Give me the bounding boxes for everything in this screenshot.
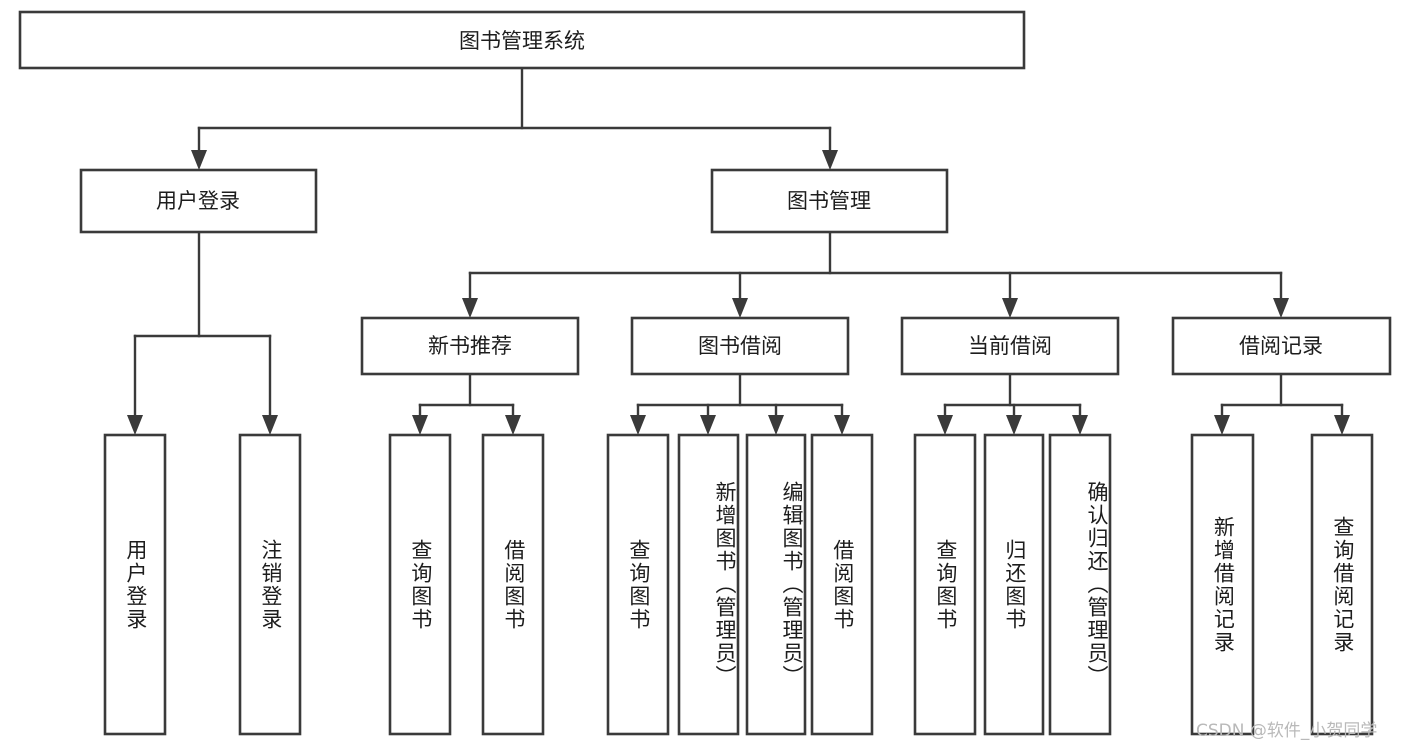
leaf-box-confirm-return[interactable] (1048, 433, 1112, 736)
leaf-box-return-book[interactable] (983, 433, 1045, 736)
node-book-manage-box[interactable] (710, 168, 949, 234)
arrow-to-leaf-add-book (700, 415, 716, 435)
arrow-to-leaf-query-record (1334, 415, 1350, 435)
node-book-borrow[interactable]: 图书借阅 (630, 316, 850, 376)
node-borrow-record[interactable]: 借阅记录 (1171, 316, 1392, 376)
leaf-box-query-book-2[interactable] (606, 433, 670, 736)
leaf-box-borrow-book-1[interactable] (481, 433, 545, 736)
arrow-root-to-user-login (191, 150, 207, 170)
arrow-to-leaf-edit-book (768, 415, 784, 435)
connector-group-book-manage-to-level3 (462, 230, 1289, 318)
watermark-text: CSDN @软件_小贺同学 (1196, 721, 1378, 741)
node-current-borrow[interactable]: 当前借阅 (900, 316, 1120, 376)
leaf-box-query-record[interactable] (1310, 433, 1374, 736)
arrow-to-current-borrow (1002, 298, 1018, 318)
node-user-login-label: 用户登录 (156, 189, 240, 213)
connector-group-borrow-record-to-leaves (1214, 372, 1350, 435)
node-new-book-rec-label: 新书推荐 (428, 334, 512, 358)
leaf-box-query-book-3[interactable] (913, 433, 977, 736)
node-book-manage[interactable]: 图书管理 (710, 168, 949, 234)
arrow-to-leaf-user-login (127, 415, 143, 435)
node-root[interactable]: 图书管理系统 (18, 10, 1026, 70)
connector-group-new-book-rec-to-leaves (412, 372, 521, 435)
leaf-box-logout[interactable] (238, 433, 302, 736)
arrow-to-new-book-rec (462, 298, 478, 318)
arrow-to-leaf-return-book (1006, 415, 1022, 435)
node-borrow-record-label: 借阅记录 (1239, 334, 1323, 358)
leaf-box-edit-book[interactable] (745, 433, 807, 736)
connector-group-root-to-level2 (191, 66, 838, 170)
node-borrow-record-box[interactable] (1171, 316, 1392, 376)
leaf-box-add-book[interactable] (677, 433, 740, 736)
connector-group-user-login-to-leaves (127, 230, 278, 435)
arrow-to-leaf-query-book-3 (937, 415, 953, 435)
arrow-to-leaf-query-book-2 (630, 415, 646, 435)
leaf-box-add-record[interactable] (1190, 433, 1255, 736)
leaf-box-user-login[interactable] (103, 433, 167, 736)
leaf-box-query-book-1[interactable] (388, 433, 452, 736)
arrow-to-leaf-add-record (1214, 415, 1230, 435)
node-current-borrow-label: 当前借阅 (968, 334, 1052, 358)
leaf-boxes (103, 433, 1374, 736)
arrow-to-leaf-confirm-return (1072, 415, 1088, 435)
arrow-root-to-book-manage (822, 150, 838, 170)
node-book-manage-label: 图书管理 (787, 189, 871, 213)
arrow-to-leaf-query-book-1 (412, 415, 428, 435)
connector-group-book-borrow-to-leaves (630, 372, 850, 435)
arrow-to-leaf-borrow-book-2 (834, 415, 850, 435)
node-user-login-box[interactable] (79, 168, 318, 234)
node-book-borrow-box[interactable] (630, 316, 850, 376)
arrow-to-leaf-borrow-book-1 (505, 415, 521, 435)
connector-group-current-borrow-to-leaves (937, 372, 1088, 435)
arrow-to-borrow-record (1273, 298, 1289, 318)
node-book-borrow-label: 图书借阅 (698, 334, 782, 358)
node-user-login[interactable]: 用户登录 (79, 168, 318, 234)
node-new-book-rec-box[interactable] (360, 316, 580, 376)
node-root-box[interactable] (18, 10, 1026, 70)
leaf-box-borrow-book-2[interactable] (810, 433, 874, 736)
node-current-borrow-box[interactable] (900, 316, 1120, 376)
arrow-to-leaf-logout (262, 415, 278, 435)
node-new-book-rec[interactable]: 新书推荐 (360, 316, 580, 376)
arrow-to-book-borrow (732, 298, 748, 318)
node-root-label: 图书管理系统 (459, 29, 585, 53)
